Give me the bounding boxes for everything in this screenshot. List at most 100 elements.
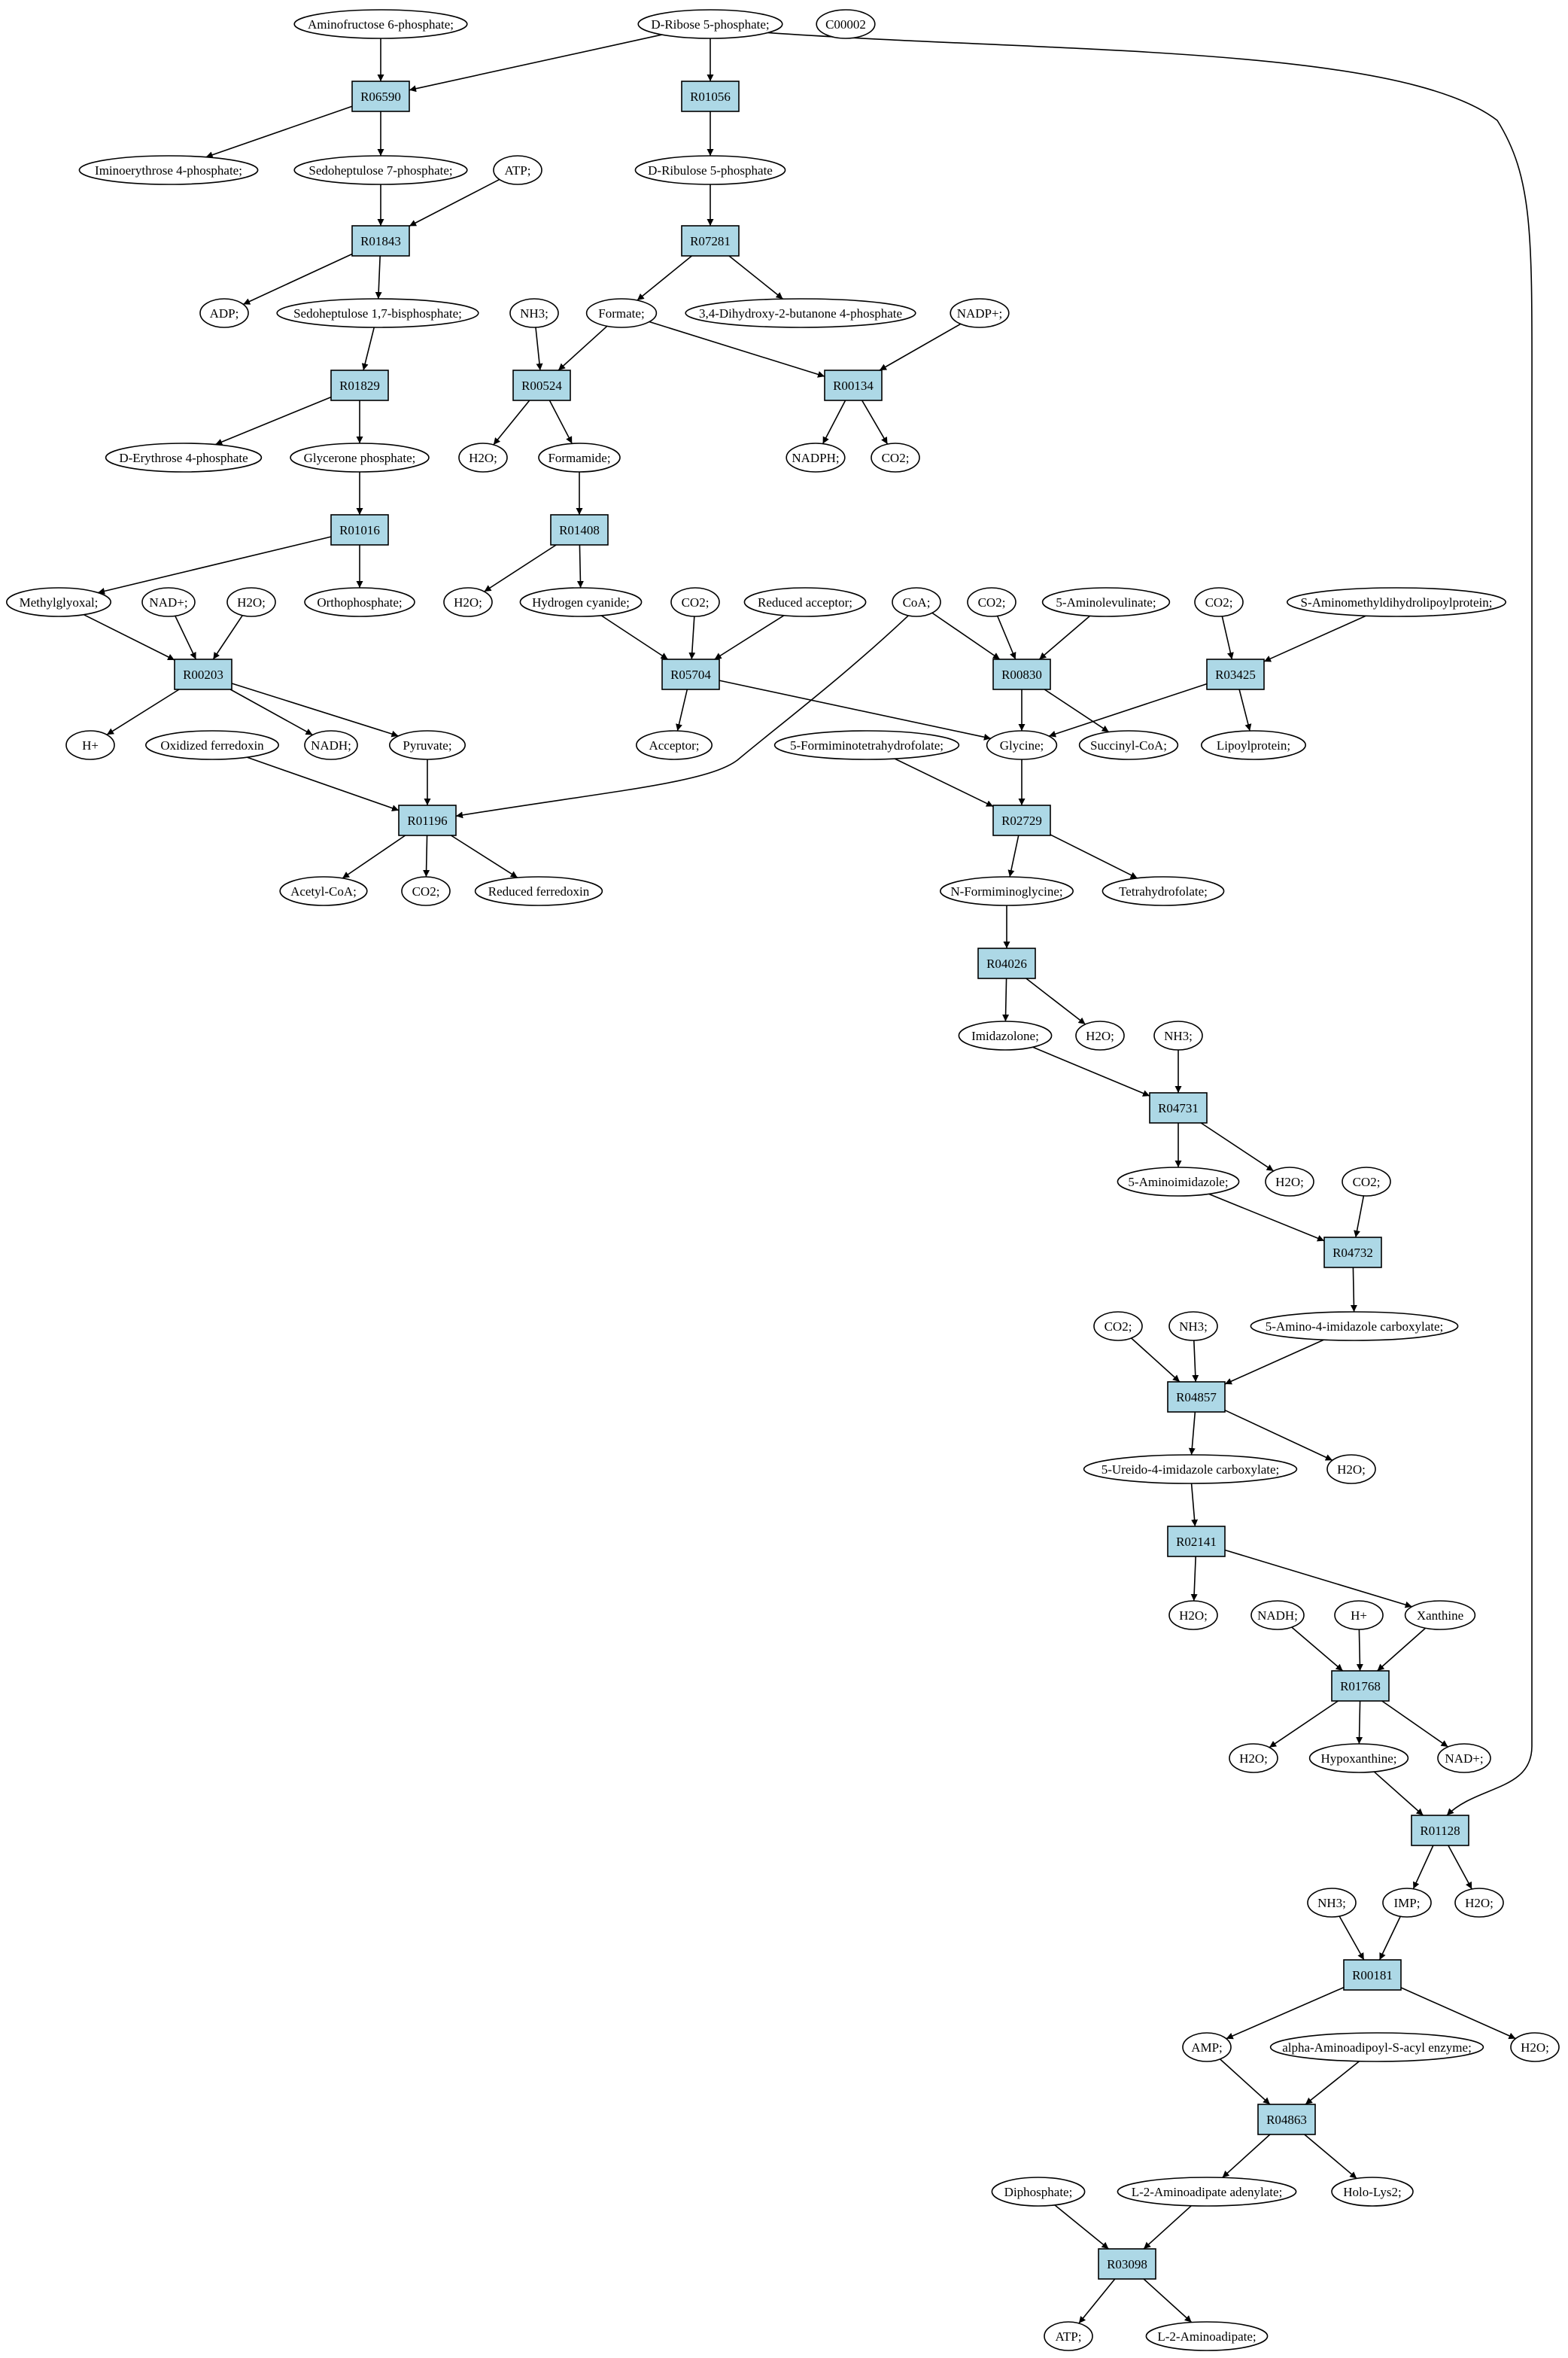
compound-node-h2o[interactable]: H2O; bbox=[1075, 1021, 1125, 1051]
compound-node-amp[interactable]: AMP; bbox=[1182, 2032, 1232, 2062]
reaction-node-r07281[interactable]: R07281 bbox=[681, 225, 740, 257]
compound-node-s-aminomethyldihydrolipoylprotein[interactable]: S-Aminomethyldihydrolipoylprotein; bbox=[1287, 587, 1507, 617]
compound-node-co2[interactable]: CO2; bbox=[670, 587, 720, 617]
compound-node-h2o[interactable]: H2O; bbox=[226, 587, 276, 617]
compound-node-nad[interactable]: NAD+; bbox=[141, 587, 196, 617]
compound-node-glycerone-phosphate[interactable]: Glycerone phosphate; bbox=[290, 443, 430, 473]
reaction-node-r04732[interactable]: R04732 bbox=[1323, 1237, 1382, 1268]
compound-node-adp[interactable]: ADP; bbox=[199, 298, 249, 328]
compound-node-aminofructose-6-phosphate[interactable]: Aminofructose 6-phosphate; bbox=[293, 9, 468, 39]
compound-node-d-ribulose-5-phosphate[interactable]: D-Ribulose 5-phosphate bbox=[634, 155, 786, 185]
compound-node-co2[interactable]: CO2; bbox=[1194, 587, 1244, 617]
reaction-node-r01843[interactable]: R01843 bbox=[351, 225, 410, 257]
compound-node-sedoheptulose-1-7-bisphosphate[interactable]: Sedoheptulose 1,7-bisphosphate; bbox=[276, 298, 479, 328]
reaction-node-r01408[interactable]: R01408 bbox=[550, 514, 609, 546]
compound-node-nadph[interactable]: NADPH; bbox=[786, 443, 846, 473]
compound-node-c00002[interactable]: C00002 bbox=[816, 9, 876, 39]
reaction-node-r01829[interactable]: R01829 bbox=[330, 370, 389, 401]
reaction-node-r00134[interactable]: R00134 bbox=[824, 370, 883, 401]
compound-node-holo-lys2[interactable]: Holo-Lys2; bbox=[1331, 2177, 1414, 2207]
reaction-node-r00830[interactable]: R00830 bbox=[992, 659, 1051, 690]
compound-node-nadp[interactable]: NADP+; bbox=[950, 298, 1010, 328]
compound-node-lipoylprotein[interactable]: Lipoylprotein; bbox=[1201, 730, 1307, 760]
compound-node-nh3[interactable]: NH3; bbox=[1307, 1888, 1357, 1918]
compound-node-co2[interactable]: CO2; bbox=[967, 587, 1016, 617]
compound-node-tetrahydrofolate[interactable]: Tetrahydrofolate; bbox=[1102, 876, 1225, 906]
compound-node-atp[interactable]: ATP; bbox=[1044, 2321, 1093, 2351]
compound-node-h[interactable]: H+ bbox=[65, 730, 115, 760]
compound-node-h2o[interactable]: H2O; bbox=[1168, 1600, 1218, 1630]
compound-node-5-ureido-4-imidazole-carboxylate[interactable]: 5-Ureido-4-imidazole carboxylate; bbox=[1083, 1454, 1298, 1484]
compound-node-reduced-acceptor[interactable]: Reduced acceptor; bbox=[743, 587, 867, 617]
compound-node-diphosphate[interactable]: Diphosphate; bbox=[991, 2177, 1086, 2207]
compound-node-nh3[interactable]: NH3; bbox=[1153, 1021, 1203, 1051]
compound-node-h2o[interactable]: H2O; bbox=[1510, 2032, 1560, 2062]
compound-node-co2[interactable]: CO2; bbox=[1342, 1167, 1391, 1197]
compound-node-nadh[interactable]: NADH; bbox=[304, 730, 358, 760]
compound-node-nadh[interactable]: NADH; bbox=[1250, 1600, 1305, 1630]
compound-node-h2o[interactable]: H2O; bbox=[1454, 1888, 1504, 1918]
compound-node-co2[interactable]: CO2; bbox=[401, 876, 451, 906]
compound-node-nh3[interactable]: NH3; bbox=[509, 298, 559, 328]
compound-node-hydrogen-cyanide[interactable]: Hydrogen cyanide; bbox=[519, 587, 643, 617]
compound-node-h2o[interactable]: H2O; bbox=[1265, 1167, 1314, 1197]
reaction-node-r01196[interactable]: R01196 bbox=[398, 805, 457, 836]
compound-node-glycine[interactable]: Glycine; bbox=[986, 730, 1058, 760]
reaction-node-r04863[interactable]: R04863 bbox=[1257, 2104, 1316, 2135]
reaction-node-r04857[interactable]: R04857 bbox=[1167, 1381, 1226, 1413]
reaction-node-r01128[interactable]: R01128 bbox=[1411, 1815, 1469, 1846]
compound-node-nh3[interactable]: NH3; bbox=[1168, 1311, 1218, 1341]
reaction-node-r00181[interactable]: R00181 bbox=[1343, 1959, 1402, 1991]
compound-node-5-aminoimidazole[interactable]: 5-Aminoimidazole; bbox=[1117, 1167, 1240, 1197]
compound-node-orthophosphate[interactable]: Orthophosphate; bbox=[304, 587, 415, 617]
compound-node-formamide[interactable]: Formamide; bbox=[538, 443, 621, 473]
compound-node-l-2-aminoadipate[interactable]: L-2-Aminoadipate; bbox=[1145, 2321, 1269, 2351]
reaction-node-r06590[interactable]: R06590 bbox=[351, 81, 410, 112]
compound-node-d-ribose-5-phosphate[interactable]: D-Ribose 5-phosphate; bbox=[637, 9, 783, 39]
compound-node-sedoheptulose-7-phosphate[interactable]: Sedoheptulose 7-phosphate; bbox=[293, 155, 468, 185]
compound-node-n-formiminoglycine[interactable]: N-Formiminoglycine; bbox=[940, 876, 1074, 906]
compound-node-coa[interactable]: CoA; bbox=[892, 587, 941, 617]
reaction-node-r03425[interactable]: R03425 bbox=[1206, 659, 1265, 690]
compound-node-5-amino-4-imidazole-carboxylate[interactable]: 5-Amino-4-imidazole carboxylate; bbox=[1250, 1311, 1459, 1341]
compound-node-h2o[interactable]: H2O; bbox=[443, 587, 493, 617]
compound-node-acetyl-coa[interactable]: Acetyl-CoA; bbox=[279, 876, 368, 906]
compound-node-5-formiminotetrahydrofolate[interactable]: 5-Formiminotetrahydrofolate; bbox=[773, 730, 960, 760]
compound-node-reduced-ferredoxin[interactable]: Reduced ferredoxin bbox=[474, 876, 603, 906]
reaction-node-r04731[interactable]: R04731 bbox=[1149, 1092, 1208, 1124]
compound-node-h[interactable]: H+ bbox=[1334, 1600, 1384, 1630]
compound-node-3-4-dihydroxy-2-butanone-4-phosphate[interactable]: 3,4-Dihydroxy-2-butanone 4-phosphate bbox=[685, 298, 916, 328]
compound-node-formate[interactable]: Formate; bbox=[585, 298, 658, 328]
compound-node-5-aminolevulinate[interactable]: 5-Aminolevulinate; bbox=[1041, 587, 1171, 617]
reaction-node-r01056[interactable]: R01056 bbox=[681, 81, 740, 112]
reaction-node-r03098[interactable]: R03098 bbox=[1098, 2248, 1156, 2280]
compound-node-acceptor[interactable]: Acceptor; bbox=[635, 730, 713, 760]
reaction-node-r01016[interactable]: R01016 bbox=[330, 514, 389, 546]
reaction-node-r05704[interactable]: R05704 bbox=[661, 659, 720, 690]
reaction-node-r02729[interactable]: R02729 bbox=[992, 805, 1051, 836]
compound-node-d-erythrose-4-phosphate[interactable]: D-Erythrose 4-phosphate bbox=[105, 443, 263, 473]
compound-node-co2[interactable]: CO2; bbox=[1093, 1311, 1143, 1341]
compound-node-nad[interactable]: NAD+; bbox=[1437, 1743, 1491, 1773]
compound-node-h2o[interactable]: H2O; bbox=[1229, 1743, 1278, 1773]
reaction-node-r04026[interactable]: R04026 bbox=[977, 948, 1036, 979]
compound-node-iminoerythrose-4-phosphate[interactable]: Iminoerythrose 4-phosphate; bbox=[78, 155, 259, 185]
reaction-node-r02141[interactable]: R02141 bbox=[1167, 1526, 1226, 1557]
compound-node-h2o[interactable]: H2O; bbox=[458, 443, 508, 473]
compound-node-h2o[interactable]: H2O; bbox=[1326, 1454, 1376, 1484]
reaction-node-r01768[interactable]: R01768 bbox=[1331, 1670, 1390, 1702]
compound-node-xanthine[interactable]: Xanthine bbox=[1404, 1600, 1476, 1630]
compound-node-imidazolone[interactable]: Imidazolone; bbox=[958, 1021, 1053, 1051]
compound-node-oxidized-ferredoxin[interactable]: Oxidized ferredoxin bbox=[145, 730, 279, 760]
compound-node-alpha-aminoadipoyl-s-acyl-enzyme[interactable]: alpha-Aminoadipoyl-S-acyl enzyme; bbox=[1269, 2032, 1484, 2062]
compound-node-methylglyoxal[interactable]: Methylglyoxal; bbox=[6, 587, 111, 617]
compound-node-l-2-aminoadipate-adenylate[interactable]: L-2-Aminoadipate adenylate; bbox=[1117, 2177, 1297, 2207]
compound-node-co2[interactable]: CO2; bbox=[871, 443, 920, 473]
reaction-node-r00203[interactable]: R00203 bbox=[174, 659, 232, 690]
compound-node-succinyl-coa[interactable]: Succinyl-CoA; bbox=[1078, 730, 1179, 760]
reaction-node-r00524[interactable]: R00524 bbox=[512, 370, 571, 401]
compound-node-atp[interactable]: ATP; bbox=[493, 155, 542, 185]
compound-node-pyruvate[interactable]: Pyruvate; bbox=[388, 730, 466, 760]
compound-node-hypoxanthine[interactable]: Hypoxanthine; bbox=[1308, 1743, 1409, 1773]
compound-node-imp[interactable]: IMP; bbox=[1382, 1888, 1432, 1918]
